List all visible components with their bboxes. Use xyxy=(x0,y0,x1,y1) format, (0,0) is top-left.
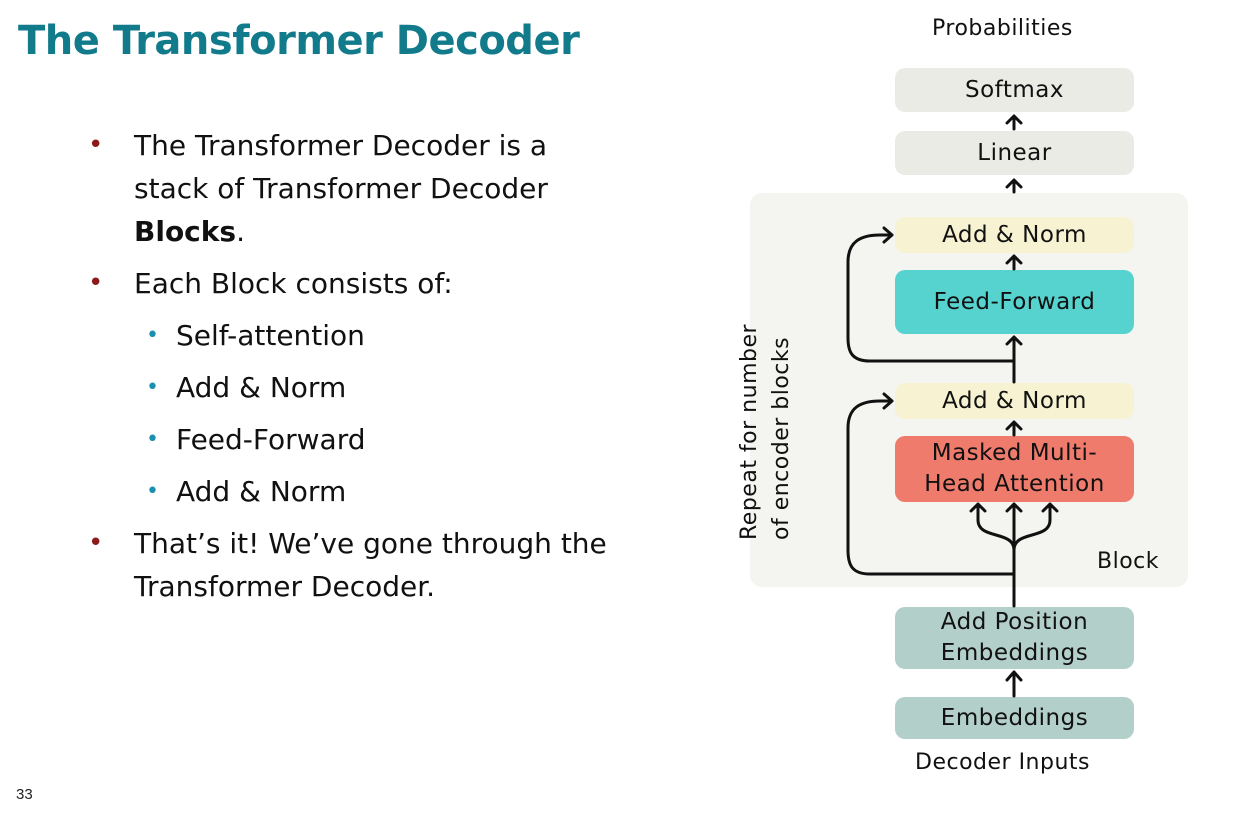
sub-bullet-dot: • xyxy=(146,323,159,348)
arrow-qkv-right xyxy=(1012,502,1059,552)
add-position-embeddings-box: Add Position Embeddings xyxy=(895,607,1134,669)
bullet-dot: • xyxy=(88,268,104,298)
sub-bullet-item: • Feed-Forward xyxy=(88,418,608,461)
add-norm-bottom-box: Add & Norm xyxy=(895,383,1134,419)
sub-bullet-dot: • xyxy=(146,427,159,452)
bullet-dot: • xyxy=(88,130,104,160)
masked-attention-line1: Masked Multi- xyxy=(931,440,1098,466)
arrow-addnorm-to-linear xyxy=(1005,178,1023,194)
add-position-line2: Embeddings xyxy=(940,640,1089,666)
add-norm-top-box: Add & Norm xyxy=(895,217,1134,253)
softmax-box: Softmax xyxy=(895,68,1134,112)
sub-bullet-dot: • xyxy=(146,479,159,504)
probabilities-label: Probabilities xyxy=(932,16,1073,41)
arrow-linear-to-softmax xyxy=(1005,114,1023,131)
feed-forward-box: Feed-Forward xyxy=(895,270,1134,334)
page-number: 33 xyxy=(16,786,33,803)
bullet-text-end: . xyxy=(236,215,245,248)
arrow-embeddings-to-position xyxy=(1005,670,1023,698)
slide-title: The Transformer Decoder xyxy=(18,18,580,64)
sub-bullet-text: Add & Norm xyxy=(176,371,347,404)
sub-bullet-item: • Self-attention xyxy=(88,314,608,357)
arrow-qkv-mid xyxy=(1005,502,1023,532)
sub-bullet-dot: • xyxy=(146,375,159,400)
masked-attention-box: Masked Multi- Head Attention xyxy=(895,436,1134,502)
bullet-text: That’s it! We’ve gone through the Transf… xyxy=(134,527,607,603)
arrow-qkv-left xyxy=(969,502,1016,552)
bullet-dot: • xyxy=(88,528,104,558)
masked-attention-line2: Head Attention xyxy=(924,471,1105,497)
bullet-item: • The Transformer Decoder is a stack of … xyxy=(88,124,608,253)
sub-bullet-text: Add & Norm xyxy=(176,475,347,508)
bullet-text: Each Block consists of: xyxy=(134,267,453,300)
bullet-item: • Each Block consists of: xyxy=(88,262,608,305)
sub-bullet-item: • Add & Norm xyxy=(88,470,608,513)
bullet-list: • The Transformer Decoder is a stack of … xyxy=(88,124,608,617)
add-position-line1: Add Position xyxy=(940,609,1089,635)
linear-box: Linear xyxy=(895,131,1134,175)
block-label: Block xyxy=(1097,549,1160,574)
sub-bullet-item: • Add & Norm xyxy=(88,366,608,409)
sub-bullet-text: Self-attention xyxy=(176,319,365,352)
bullet-item: • That’s it! We’ve gone through the Tran… xyxy=(88,522,608,608)
arrow-ff-to-addnorm xyxy=(1005,254,1023,271)
arrow-residual-2 xyxy=(846,226,1016,363)
decoder-inputs-label: Decoder Inputs xyxy=(915,750,1090,775)
arrow-attention-to-addnorm xyxy=(1005,420,1023,437)
sub-bullet-text: Feed-Forward xyxy=(176,423,366,456)
arrow-residual-1 xyxy=(846,392,1016,576)
bullet-bold-text: Blocks xyxy=(134,215,237,248)
embeddings-box: Embeddings xyxy=(895,697,1134,739)
bullet-text: The Transformer Decoder is a stack of Tr… xyxy=(134,129,548,205)
